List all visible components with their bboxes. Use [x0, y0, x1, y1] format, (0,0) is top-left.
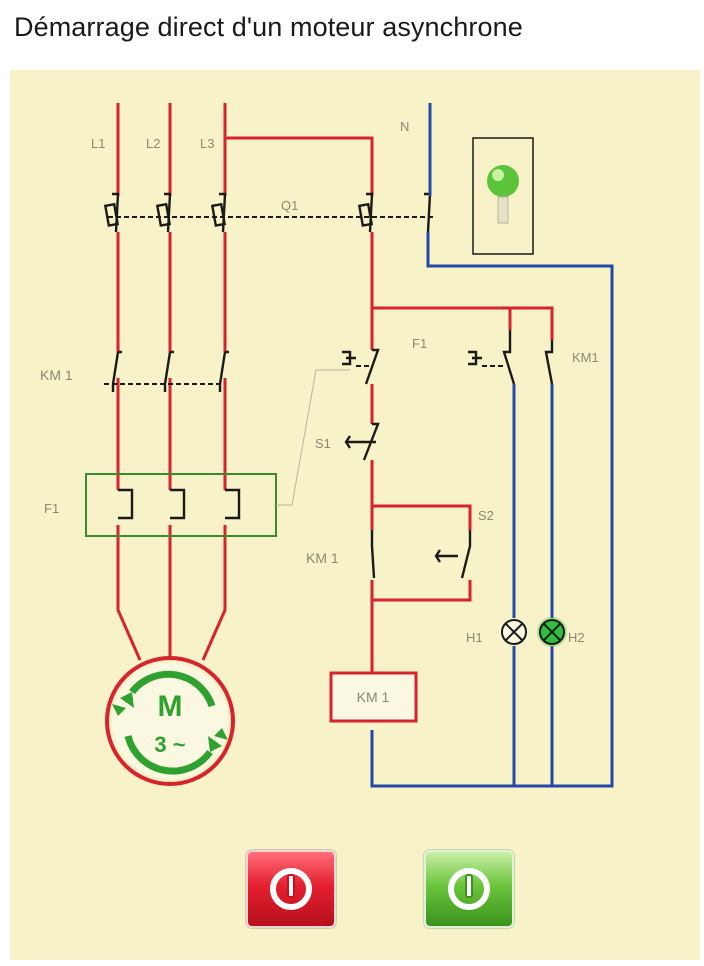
phase-wire-l1: [116, 103, 142, 661]
power-start-icon: [448, 868, 490, 910]
q1-disconnector: [103, 192, 436, 233]
km1-hold-contact: [370, 530, 376, 579]
f1-aux-no-contact: [468, 330, 516, 385]
label-km1-right: KM1: [572, 350, 599, 365]
motor-label-phase: 3 ~: [154, 732, 185, 757]
label-l2: L2: [146, 136, 160, 151]
label-l1: L1: [91, 136, 105, 151]
motor-symbol: [105, 656, 235, 786]
power-stop-icon: [270, 868, 312, 910]
label-f1-control: F1: [412, 336, 427, 351]
h1-lamp: [501, 619, 527, 645]
label-n: N: [400, 119, 409, 134]
neutral-wire: [370, 103, 614, 788]
label-l3: L3: [200, 136, 214, 151]
label-km1-hold: KM 1: [306, 550, 339, 566]
label-h1: H1: [466, 630, 483, 645]
indicator-lamp-box: [472, 137, 534, 255]
km1-power-contacts: [104, 350, 229, 392]
label-q1: Q1: [281, 198, 298, 213]
circuit-diagram-panel: L1 L2 L3 Q1: [10, 70, 700, 960]
label-km1-power: KM 1: [40, 367, 73, 383]
stop-button[interactable]: [246, 850, 336, 928]
control-supply-wire: [225, 136, 374, 196]
s1-stop-pushbutton: [344, 422, 380, 461]
f1-aux-contact: [342, 348, 380, 385]
control-wire-branch: [372, 306, 554, 340]
label-f1-power: F1: [44, 501, 59, 516]
label-h2: H2: [568, 630, 585, 645]
phase-wire-l3: [201, 103, 227, 661]
motor-label-m: M: [158, 690, 183, 723]
s2-branch-wire: [372, 504, 472, 602]
label-s1: S1: [315, 436, 331, 451]
page-title: Démarrage direct d'un moteur asynchrone: [14, 12, 523, 42]
circuit-diagram: L1 L2 L3 Q1: [40, 103, 614, 788]
km1-aux-contact: [544, 340, 554, 385]
start-button[interactable]: [424, 850, 514, 928]
label-coil: KM 1: [357, 689, 390, 705]
h2-lamp: [537, 617, 567, 647]
f1-thermal-relay: [85, 369, 350, 537]
s2-start-pushbutton: [434, 530, 472, 579]
label-s2: S2: [478, 508, 494, 523]
km1-coil: [329, 671, 418, 723]
